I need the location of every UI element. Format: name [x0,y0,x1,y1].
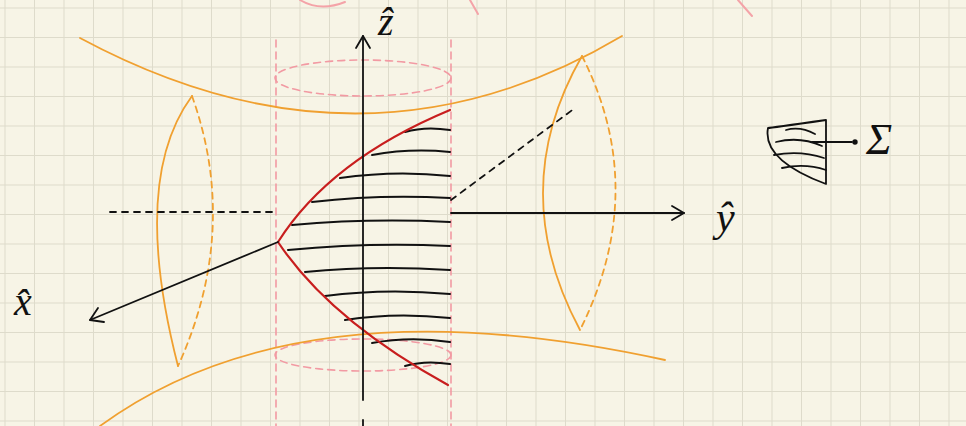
surface-icon [767,120,856,184]
cut-scribble [738,0,752,16]
cut-scribble [470,0,478,14]
z-axis-label: ẑ [378,2,394,42]
hyperboloid [80,36,665,426]
intersection-curve [278,110,450,385]
cut-scribble [300,0,345,7]
surface-label: Σ [866,118,892,162]
x-axis-label: x̂ [14,282,32,322]
axes [90,36,684,426]
y-axis-label: ŷ [716,196,735,238]
hatching [288,128,450,366]
